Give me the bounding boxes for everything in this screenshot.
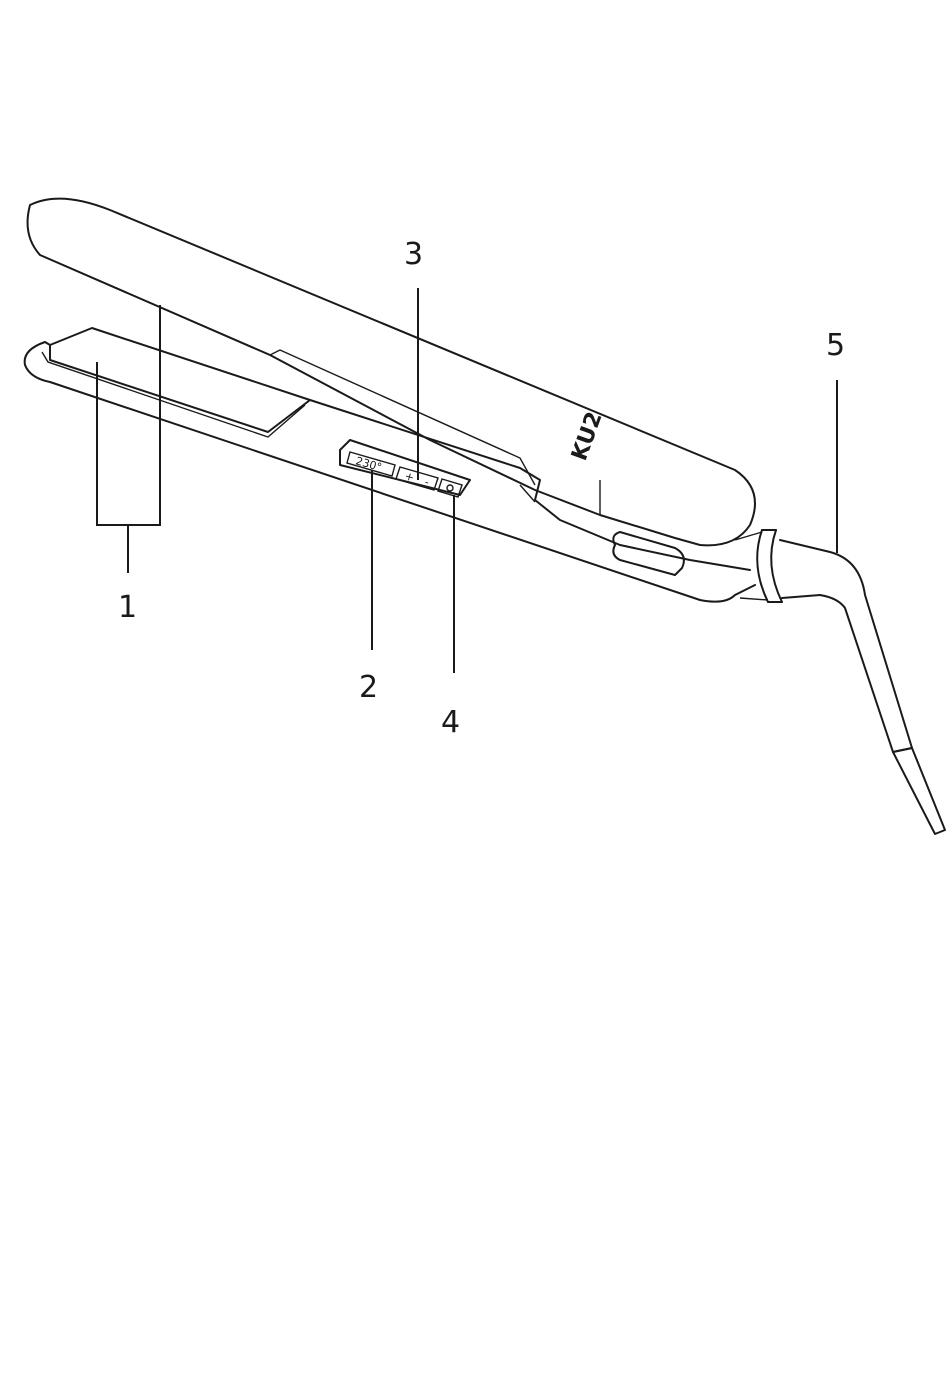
brand-logo: KU2 bbox=[567, 409, 608, 464]
callout-lines bbox=[97, 288, 837, 673]
plus-symbol: + bbox=[403, 469, 415, 484]
callout-label-1: 1 bbox=[118, 590, 137, 625]
callout-label-4: 4 bbox=[441, 705, 460, 740]
upper-arm: KU2 bbox=[28, 199, 755, 546]
power-cord bbox=[780, 540, 945, 834]
callout-label-2: 2 bbox=[359, 670, 378, 705]
control-panel: 230° + - bbox=[340, 440, 470, 497]
power-button bbox=[438, 479, 462, 497]
lower-arm bbox=[25, 342, 755, 602]
callout-label-3: 3 bbox=[404, 237, 423, 272]
callout-label-5: 5 bbox=[826, 328, 845, 363]
heating-plate bbox=[42, 328, 310, 437]
callout-line-1 bbox=[97, 305, 160, 573]
